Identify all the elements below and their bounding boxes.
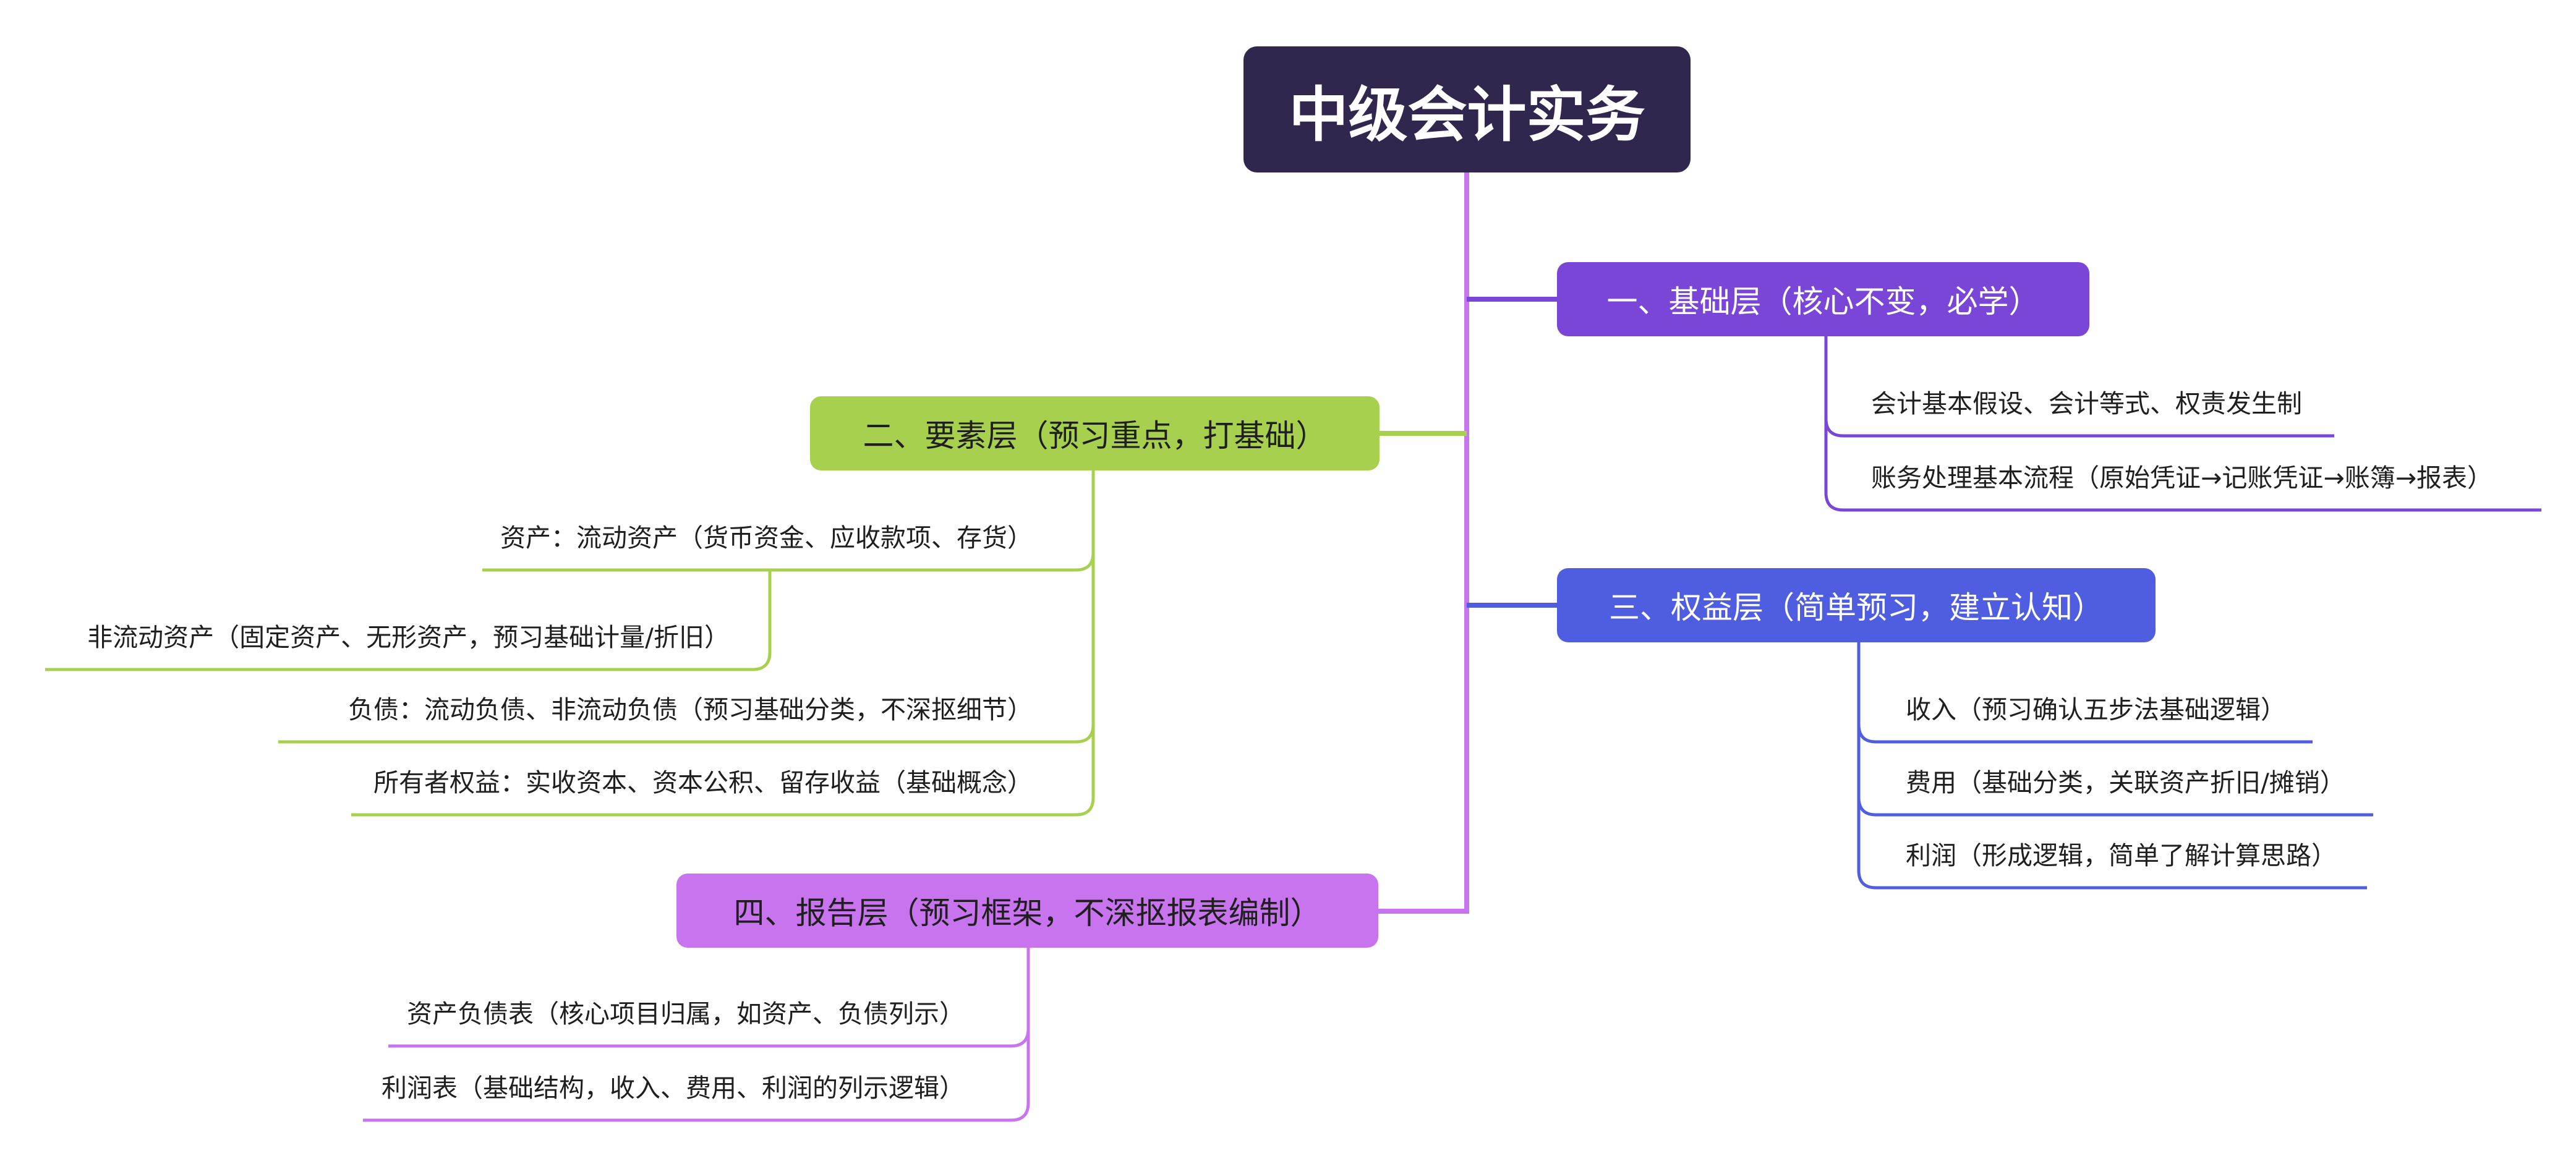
- leaf-item[interactable]: 费用（基础分类，关联资产折旧/摊销）: [1906, 768, 2345, 797]
- leaf-item[interactable]: 会计基本假设、会计等式、权责发生制: [1871, 389, 2302, 419]
- leaf-item[interactable]: 资产负债表（核心项目归属，如资产、负债列示）: [407, 999, 965, 1029]
- b1-leaf-line-1: [1824, 492, 2541, 512]
- b3-leaf-line-1: [1857, 797, 2373, 817]
- branch-title: 三、权益层（简单预习，建立认知）: [1609, 590, 2104, 626]
- branch-equity-layer[interactable]: 三、权益层（简单预习，建立认知）: [1557, 568, 2156, 642]
- branch-elements-layer[interactable]: 二、要素层（预习重点，打基础）: [810, 396, 1380, 470]
- root-title: 中级会计实务: [1289, 80, 1645, 150]
- b3-leaf-line-2: [1857, 870, 2367, 890]
- b2-leaf-line-0: [482, 552, 1095, 572]
- root-topic[interactable]: 中级会计实务: [1243, 46, 1691, 172]
- leaf-item[interactable]: 资产：流动资产（货币资金、应收款项、存货）: [500, 523, 1033, 553]
- trunk-line: [1378, 172, 1469, 914]
- b2-leaf-line-3: [351, 797, 1095, 817]
- branch-foundation-layer[interactable]: 一、基础层（核心不变，必学）: [1557, 262, 2089, 336]
- branch-title: 二、要素层（预习重点，打基础）: [863, 418, 1327, 454]
- b4-leaf-line-0: [388, 1028, 1030, 1048]
- leaf-item[interactable]: 收入（预习确认五步法基础逻辑）: [1906, 695, 2286, 725]
- leaf-item[interactable]: 利润（形成逻辑，简单了解计算思路）: [1906, 841, 2337, 870]
- b4-leaf-line-1: [363, 1102, 1030, 1122]
- leaf-item[interactable]: 所有者权益：实收资本、资本公积、留存收益（基础概念）: [373, 768, 1033, 797]
- leaf-item[interactable]: 非流动资产（固定资产、无形资产，预习基础计量/折旧）: [87, 623, 730, 652]
- b2-leaf-line-1: [45, 652, 772, 671]
- branch-title: 四、报告层（预习框架，不深抠报表编制）: [733, 895, 1321, 931]
- b2-leaf-line-2: [278, 724, 1095, 744]
- branch-report-layer[interactable]: 四、报告层（预习框架，不深抠报表编制）: [676, 874, 1378, 948]
- leaf-item[interactable]: 利润表（基础结构，收入、费用、利润的列示逻辑）: [382, 1073, 965, 1103]
- branch-title: 一、基础层（核心不变，必学）: [1606, 284, 2040, 320]
- b3-leaf-line-0: [1857, 724, 2313, 744]
- leaf-item[interactable]: 负债：流动负债、非流动负债（预习基础分类，不深抠细节）: [348, 695, 1033, 725]
- leaf-item[interactable]: 账务处理基本流程（原始凭证→记账凭证→账簿→报表）: [1871, 463, 2493, 493]
- b1-leaf-line-0: [1824, 418, 2334, 438]
